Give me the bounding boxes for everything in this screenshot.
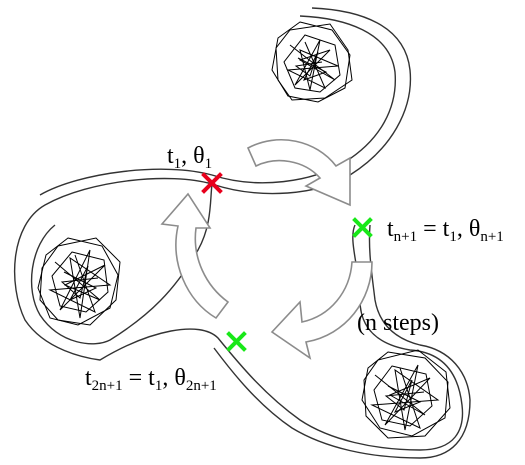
knot-scribble <box>60 265 99 302</box>
knot-scribble <box>294 51 328 81</box>
knot-scribble <box>384 379 425 413</box>
knot-top <box>271 21 353 103</box>
knot-scribble <box>48 249 112 319</box>
cycle-arrow-top <box>246 138 351 207</box>
cycle-arrow-right <box>270 261 373 360</box>
label-t2n1: t2n+1 = t1, θ2n+1 <box>85 365 217 394</box>
cycle-arrow-left <box>160 192 230 320</box>
marker-n1-x <box>352 217 373 238</box>
knot-left <box>37 237 121 326</box>
knot-polygon <box>51 251 109 313</box>
knot-bottom <box>361 349 451 439</box>
knot-polygon <box>361 351 449 437</box>
label-n-steps: (n steps) <box>357 310 439 336</box>
label-tn1: tn+1 = t1, θn+1 <box>387 216 504 245</box>
marker-2n1-x <box>226 331 247 352</box>
spiral-curve-left <box>30 183 213 345</box>
label-t1-theta1: t1, θ1 <box>167 143 212 172</box>
knot-scribble <box>286 39 339 91</box>
cycle-arrows <box>160 138 373 360</box>
knot-polygon <box>373 365 433 427</box>
knot-polygon <box>275 23 353 101</box>
markers <box>201 172 373 352</box>
knot-polygon <box>283 34 341 93</box>
knot-polygon <box>363 349 451 439</box>
marker-start-x <box>201 172 223 194</box>
knot-polygon <box>39 237 121 326</box>
